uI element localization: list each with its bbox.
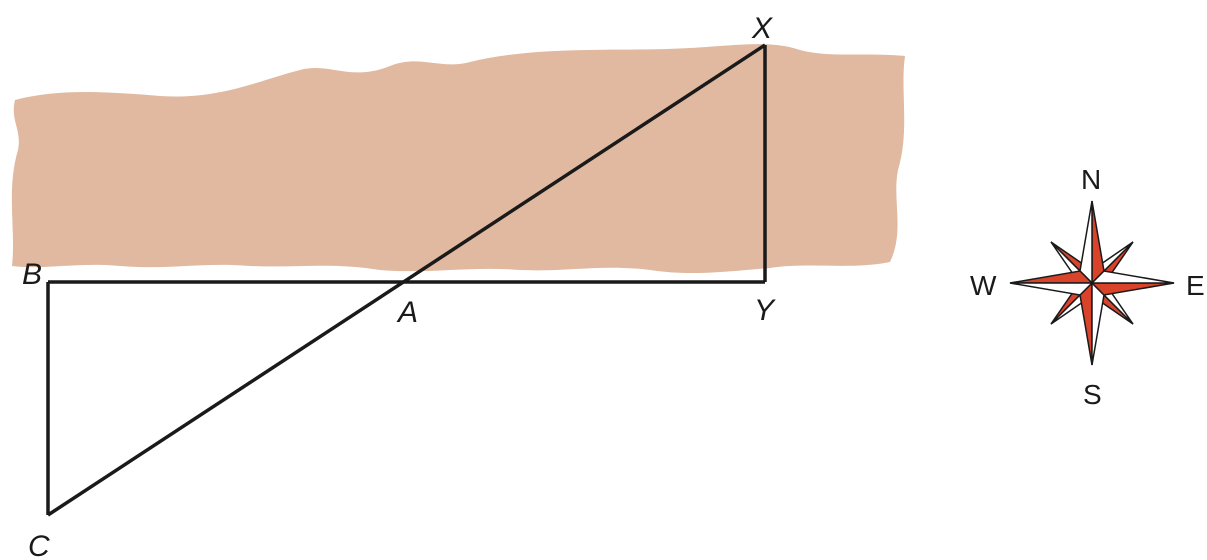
segment-x-c bbox=[47, 43, 766, 517]
point-label-y: Y bbox=[754, 294, 776, 327]
compass-label-west: W bbox=[970, 270, 997, 301]
point-label-a: A bbox=[396, 296, 418, 329]
river-region bbox=[11, 44, 905, 274]
compass-label-north: N bbox=[1081, 164, 1101, 195]
compass-rose-icon bbox=[1009, 200, 1175, 366]
compass-label-south: S bbox=[1083, 379, 1102, 410]
compass-label-east: E bbox=[1186, 270, 1205, 301]
point-label-x: X bbox=[751, 12, 773, 45]
point-label-b: B bbox=[22, 258, 42, 291]
point-label-c: C bbox=[28, 530, 50, 560]
